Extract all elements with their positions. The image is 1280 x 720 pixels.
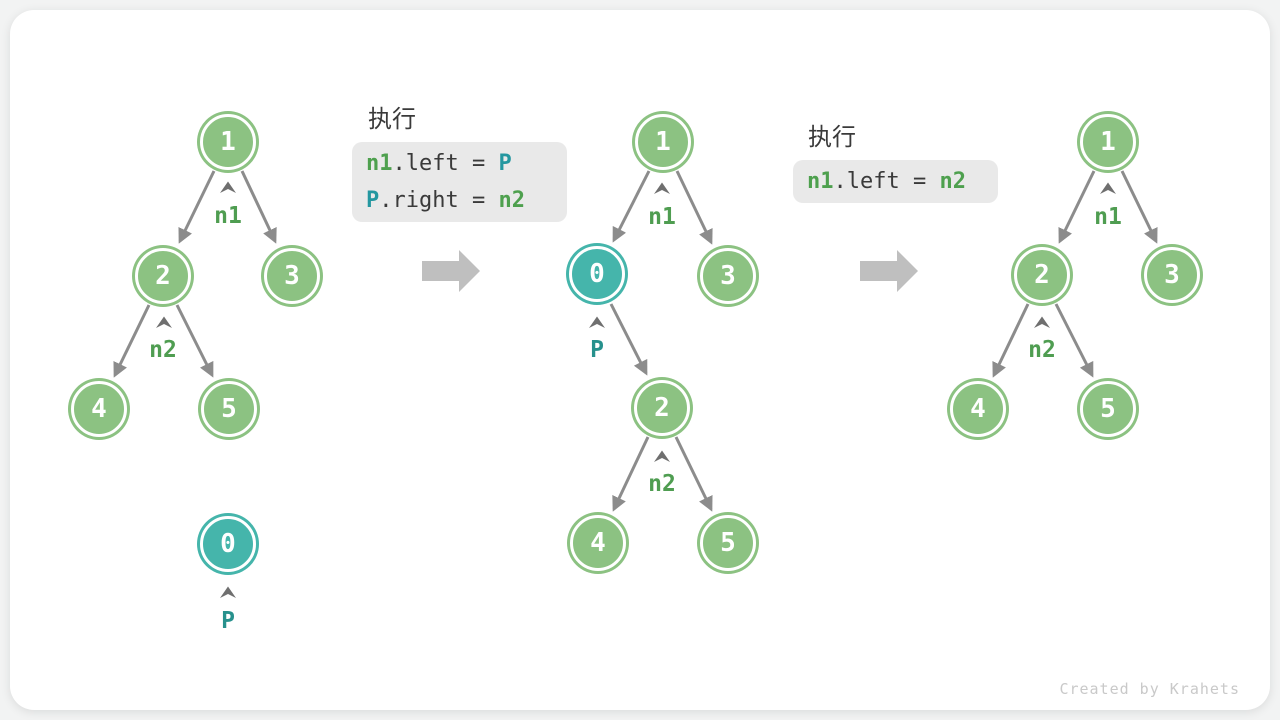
node-value: 0 [589, 259, 605, 289]
edge [175, 304, 214, 378]
edge [674, 436, 713, 512]
code-token: P [366, 188, 380, 213]
pointer-label-p: P [590, 337, 604, 363]
pointer-label-n2: n2 [1028, 337, 1056, 363]
caret-up-icon [589, 316, 605, 328]
code-token: n2 [939, 169, 966, 194]
caret-up-icon [654, 450, 670, 462]
caret-up-icon [1100, 182, 1116, 194]
code-token: .right = [379, 188, 499, 213]
pointer-label-n2: n2 [648, 471, 676, 497]
pointer-label-n2: n2 [149, 337, 177, 363]
caret-up-icon [1034, 316, 1050, 328]
tree-initial-node-root: 1 [200, 114, 256, 170]
tree-initial-node-left: 2 [135, 248, 191, 304]
pointer-label-p: P [221, 608, 235, 634]
tree-after-step2-node-left-right: 5 [1080, 381, 1136, 437]
edge [1120, 170, 1158, 244]
edge [992, 303, 1030, 378]
tree-after-step1-node-root: 1 [635, 114, 691, 170]
tree-after-step1-node-left: 0 [569, 246, 625, 302]
node-value: 3 [284, 261, 300, 291]
code-token: n1 [807, 169, 834, 194]
edge [612, 436, 650, 512]
node-value: 2 [654, 393, 670, 423]
caret-up-icon [220, 586, 236, 598]
edge [612, 170, 651, 243]
caret-up-icon [220, 181, 236, 193]
tree-after-step1-node-lr-right: 5 [700, 515, 756, 571]
watermark: Created by Krahets [1059, 680, 1240, 698]
tree-initial-node-right: 3 [264, 248, 320, 304]
node-value: 0 [220, 529, 236, 559]
node-value: 4 [970, 394, 986, 424]
edge [113, 304, 151, 378]
node-value: 2 [1034, 260, 1050, 290]
tree-initial-node-left-right: 5 [201, 381, 257, 437]
edge [240, 170, 277, 244]
tree-initial-detached-node-p: 0 [200, 516, 256, 572]
transition-arrow-icon [422, 250, 480, 292]
tree-after-step2-node-left-left: 4 [950, 381, 1006, 437]
tree-after-step1-edges [609, 170, 713, 512]
tree-after-step2-node-right: 3 [1144, 247, 1200, 303]
pointer-carets [156, 181, 1116, 598]
edge [178, 170, 216, 244]
edge [609, 303, 648, 376]
tree-after-step1-node-lr-left: 4 [570, 515, 626, 571]
code-token: .left = [392, 151, 499, 176]
edge [675, 170, 713, 245]
code-token: P [498, 151, 512, 176]
caret-up-icon [654, 182, 670, 194]
node-value: 2 [155, 261, 171, 291]
tree-initial-edges [113, 170, 277, 378]
code-token: n2 [498, 188, 525, 213]
caret-up-icon [156, 316, 172, 328]
step1-title: 执行 [368, 106, 416, 133]
node-value: 1 [220, 127, 236, 157]
tree-after-step2-node-root: 1 [1080, 114, 1136, 170]
node-value: 5 [1100, 394, 1116, 424]
tree-after-step2-node-left: 2 [1014, 247, 1070, 303]
transition-arrow-icon [860, 250, 918, 292]
code-token: .left = [833, 169, 940, 194]
step2-title: 执行 [808, 124, 856, 151]
step2-code-box: n1.left = n2 [793, 160, 998, 203]
node-value: 5 [221, 394, 237, 424]
node-value: 4 [91, 394, 107, 424]
node-value: 3 [1164, 260, 1180, 290]
tree-after-step1-node-right: 3 [700, 248, 756, 304]
node-value: 3 [720, 261, 736, 291]
transition-arrows [422, 250, 918, 292]
node-value: 1 [655, 127, 671, 157]
tree-after-step1-node-left-right: 2 [634, 380, 690, 436]
code-token: n1 [366, 151, 393, 176]
node-value: 4 [590, 528, 606, 558]
edge [1054, 303, 1094, 378]
node-value: 1 [1100, 127, 1116, 157]
pointer-label-n1: n1 [648, 204, 676, 230]
edge [1058, 170, 1096, 244]
pointer-label-n1: n1 [214, 203, 242, 229]
pointer-label-n1: n1 [1094, 204, 1122, 230]
node-value: 5 [720, 528, 736, 558]
tree-after-step2-edges [992, 170, 1158, 378]
tree-initial-node-left-left: 4 [71, 381, 127, 437]
